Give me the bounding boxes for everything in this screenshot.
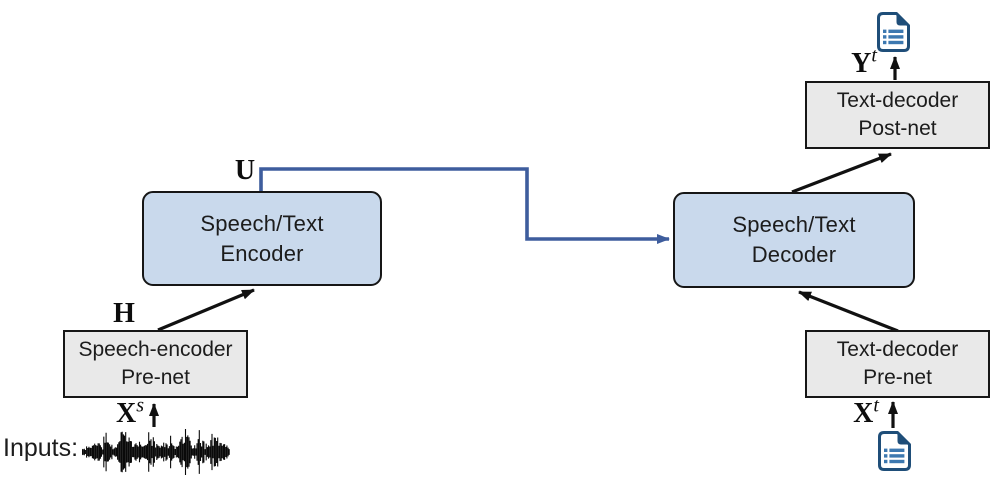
label-x-t-text-input: Xt	[840, 396, 892, 429]
text-prenet-label-line1: Text-decoder	[836, 338, 959, 361]
arrow-text-prenet-to-decoder	[798, 290, 899, 333]
decoder-label-line1: Speech/Text	[732, 212, 856, 237]
label-y-t-base: Y	[851, 48, 872, 79]
speech-prenet-label-line1: Speech-encoder	[78, 338, 233, 361]
text-document-input-icon	[878, 431, 911, 471]
text-prenet-label-line2: Pre-net	[863, 366, 932, 389]
label-u-hidden-states: U	[234, 155, 256, 186]
speech-text-encoder-box: Speech/Text Encoder	[142, 191, 382, 286]
label-y-t-sup: t	[871, 44, 877, 67]
arrow-decoder-to-postnet	[791, 152, 892, 194]
arrow-speech-prenet-to-encoder	[157, 288, 255, 332]
speech-waveform-icon	[82, 429, 230, 475]
arrow-encoder-to-decoder-blue	[259, 167, 670, 244]
decoder-label-line2: Decoder	[751, 242, 837, 267]
speech-encoder-prenet-box: Speech-encoder Pre-net	[63, 330, 248, 398]
text-postnet-label-line2: Post-net	[858, 117, 937, 140]
label-x-s-sup: s	[136, 394, 145, 417]
label-x-s-speech-input: Xs	[104, 396, 156, 429]
label-x-t-base: X	[853, 398, 874, 429]
encoder-label-line2: Encoder	[220, 240, 304, 266]
label-h-hidden-states: H	[113, 298, 135, 329]
text-document-output-icon	[877, 12, 910, 52]
black-arrows	[149, 56, 900, 428]
encoder-label-line1: Speech/Text	[200, 210, 324, 236]
text-decoder-postnet-box: Text-decoder Post-net	[805, 81, 990, 149]
label-x-s-base: X	[115, 398, 137, 429]
label-x-t-sup: t	[873, 394, 879, 417]
inputs-caption: Inputs:	[3, 434, 79, 462]
text-decoder-prenet-box: Text-decoder Pre-net	[805, 330, 990, 398]
speech-prenet-label-line2: Pre-net	[121, 366, 190, 389]
label-y-t-text-output: Yt	[838, 46, 890, 79]
text-postnet-label-line1: Text-decoder	[836, 89, 959, 112]
speech-text-decoder-box: Speech/Text Decoder	[673, 192, 915, 288]
